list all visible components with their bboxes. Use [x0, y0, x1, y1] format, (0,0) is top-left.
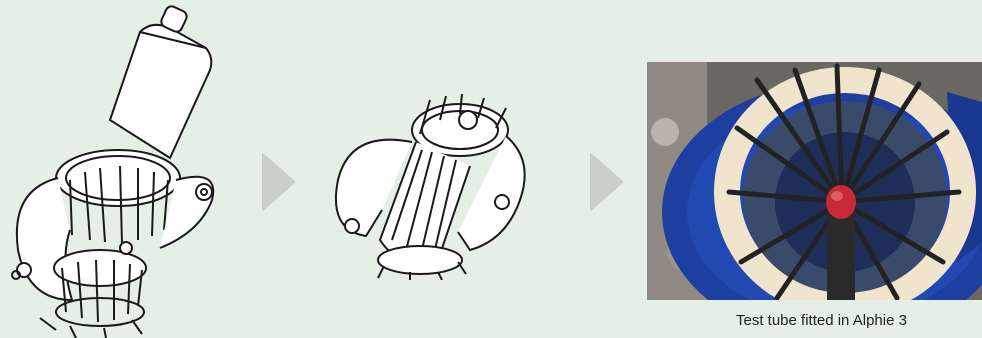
holder-with-bottle-illustration — [0, 0, 240, 338]
holder-assembled-illustration — [320, 90, 560, 280]
step-arrow-icon — [590, 152, 626, 212]
test-tube-fitted-photo — [647, 62, 982, 300]
step-arrow-icon — [262, 152, 298, 212]
photo-caption: Test tube fitted in Alphie 3 — [736, 312, 907, 329]
